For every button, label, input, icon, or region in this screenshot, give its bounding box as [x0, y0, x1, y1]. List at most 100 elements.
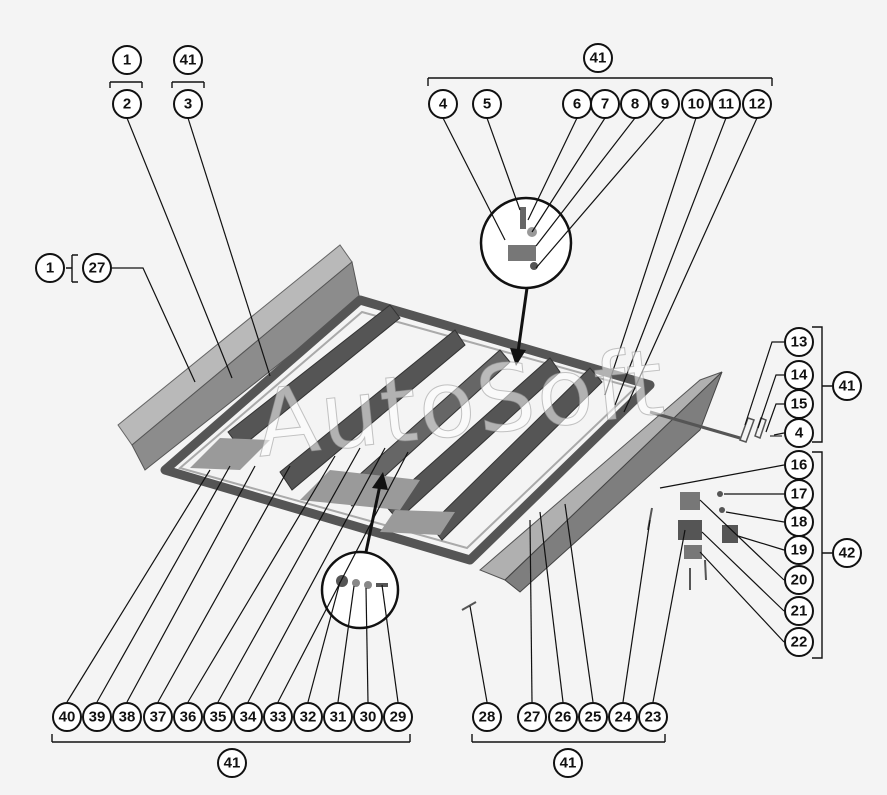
- svg-text:41: 41: [180, 52, 197, 69]
- callout-26: 26: [548, 702, 578, 732]
- lead-29: [381, 584, 399, 703]
- lead-18: [725, 511, 785, 523]
- svg-text:4: 4: [439, 96, 448, 113]
- lead-33: [277, 451, 409, 703]
- bracket-20: [680, 492, 700, 510]
- svg-text:37: 37: [150, 709, 167, 726]
- callout-40: 40: [52, 702, 82, 732]
- lead-38: [126, 465, 256, 703]
- svg-text:32: 32: [300, 709, 317, 726]
- svg-text:17: 17: [791, 486, 808, 503]
- callout-1-left: 1: [35, 253, 65, 283]
- lead-4: [442, 117, 506, 241]
- bracket-41-3: [171, 81, 205, 88]
- lead-8: [535, 117, 636, 247]
- bracket-21: [678, 520, 702, 540]
- svg-text:35: 35: [210, 709, 227, 726]
- callout-9: 9: [650, 89, 680, 119]
- svg-text:24: 24: [615, 709, 632, 726]
- lead-26: [539, 511, 564, 703]
- bracket-right-42: [812, 451, 832, 659]
- svg-text:40: 40: [59, 709, 76, 726]
- lead-40: [66, 469, 211, 703]
- svg-text:31: 31: [330, 709, 347, 726]
- callout-23: 23: [638, 702, 668, 732]
- bracket-right-41: [812, 326, 832, 443]
- callout-17: 17: [784, 479, 814, 509]
- svg-text:33: 33: [270, 709, 287, 726]
- svg-text:8: 8: [631, 96, 639, 113]
- svg-text:9: 9: [661, 96, 669, 113]
- lead-23: [652, 529, 686, 703]
- left-rail: [117, 244, 353, 446]
- svg-text:21: 21: [791, 603, 808, 620]
- callout-19: 19: [784, 535, 814, 565]
- detail-bottom-washer1: [352, 579, 360, 587]
- bracket-bottom-left-41: [51, 734, 411, 743]
- bolt-22b: [704, 559, 707, 581]
- callout-41-right: 41: [832, 371, 862, 401]
- callout-1-top: 1: [112, 45, 142, 75]
- detail-top-bolt: [520, 207, 526, 229]
- teeth-row-2: [300, 470, 420, 510]
- brackets: [51, 77, 832, 743]
- callout-32: 32: [293, 702, 323, 732]
- callout-4: 4: [428, 89, 458, 119]
- callout-41-top-left: 41: [173, 45, 203, 75]
- lead-34: [247, 447, 386, 703]
- svg-text:29: 29: [390, 709, 407, 726]
- pin-28: [461, 601, 477, 611]
- lead-14: [757, 374, 784, 429]
- lead-2: [126, 117, 233, 379]
- svg-text:14: 14: [791, 367, 808, 384]
- svg-text:41: 41: [224, 755, 241, 772]
- svg-text:20: 20: [791, 572, 808, 589]
- callout-16: 16: [784, 450, 814, 480]
- svg-text:5: 5: [483, 96, 491, 113]
- lead-35: [217, 447, 361, 703]
- callout-21: 21: [784, 596, 814, 626]
- svg-text:27: 27: [89, 260, 106, 277]
- callout-34: 34: [233, 702, 263, 732]
- callout-41-bottom-left: 41: [217, 748, 247, 778]
- lead-7: [531, 117, 606, 233]
- lead-31: [337, 585, 355, 703]
- callout-27-left: 27: [82, 253, 112, 283]
- detail-circle-bottom: [320, 550, 400, 630]
- nut-17: [717, 491, 723, 497]
- svg-text:10: 10: [688, 96, 705, 113]
- lead-10: [604, 117, 697, 396]
- svg-text:27: 27: [524, 709, 541, 726]
- svg-text:2: 2: [123, 96, 131, 113]
- lead-37: [157, 465, 291, 703]
- callout-10: 10: [681, 89, 711, 119]
- lead-39: [96, 465, 231, 703]
- lead-27a: [112, 267, 196, 383]
- svg-text:28: 28: [479, 709, 496, 726]
- svg-text:7: 7: [601, 96, 609, 113]
- callout-29: 29: [383, 702, 413, 732]
- lead-15: [765, 403, 784, 433]
- svg-text:41: 41: [560, 755, 577, 772]
- callout-13: 13: [784, 327, 814, 357]
- callout-8: 8: [620, 89, 650, 119]
- arrow-top-shaft: [516, 287, 529, 353]
- teeth-row-3: [380, 510, 455, 535]
- callout-14: 14: [784, 360, 814, 390]
- lead-22: [699, 551, 785, 643]
- lead-3: [187, 117, 271, 377]
- teeth-row-1: [190, 438, 270, 470]
- arrow-bottom-head: [372, 472, 388, 490]
- svg-text:26: 26: [555, 709, 572, 726]
- callout-2: 2: [112, 89, 142, 119]
- lead-11: [614, 117, 727, 406]
- callout-3: 3: [173, 89, 203, 119]
- shaft: [649, 410, 741, 440]
- lead-4b: [773, 432, 785, 436]
- comb-bar-5: [429, 367, 603, 541]
- assembly-illustration: [117, 196, 782, 630]
- callout-15: 15: [784, 389, 814, 419]
- callout-35: 35: [203, 702, 233, 732]
- lead-9: [535, 117, 666, 269]
- lead-19: [737, 535, 785, 551]
